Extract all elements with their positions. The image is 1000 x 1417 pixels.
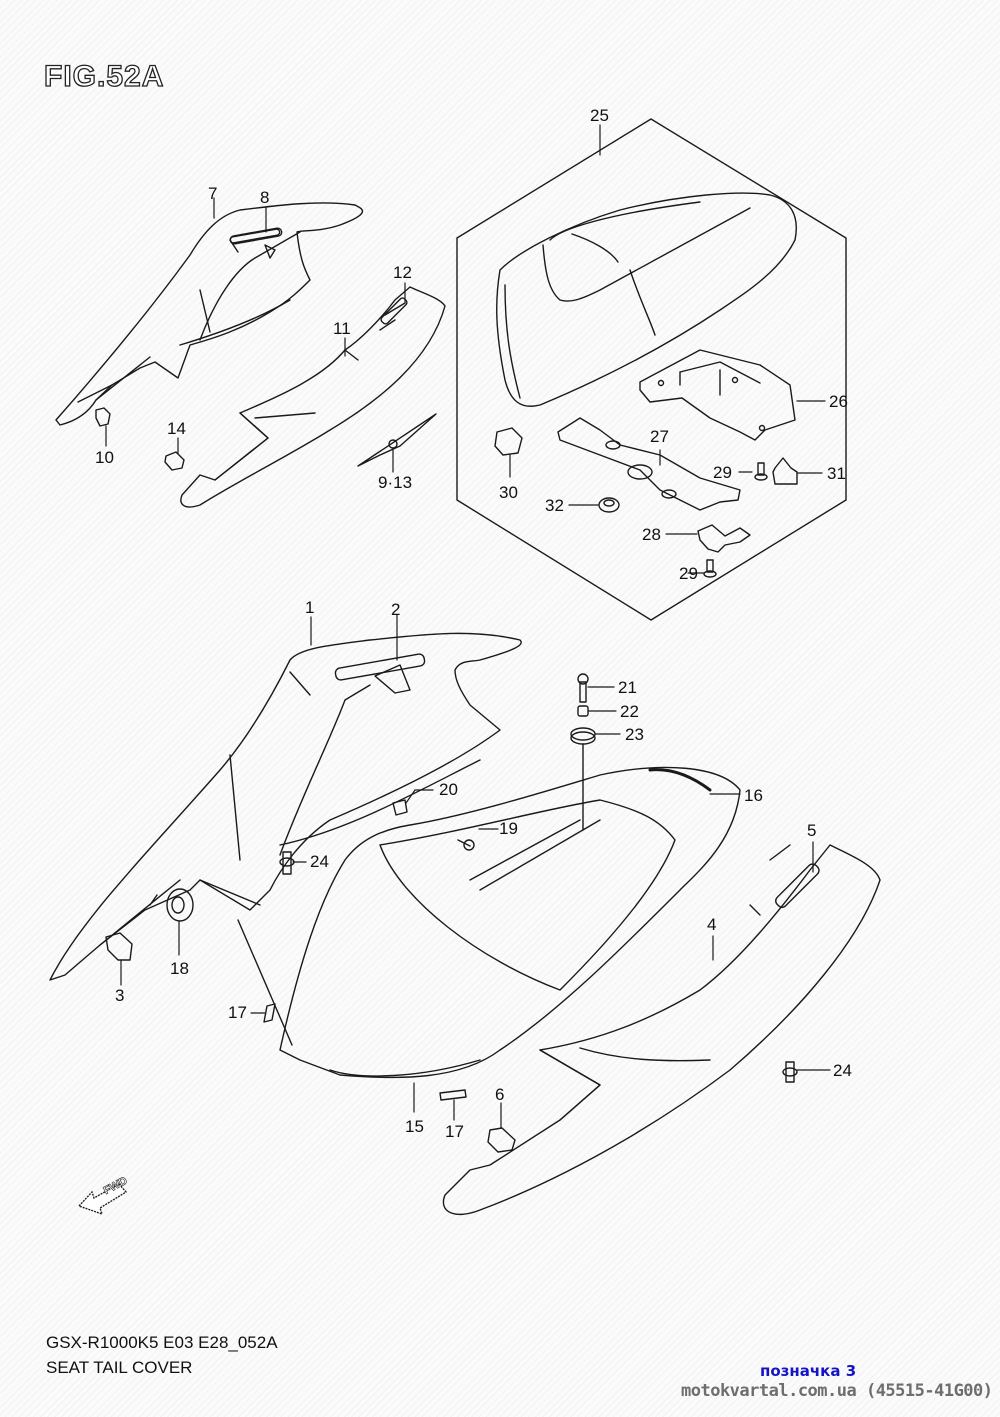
part-6-clip[interactable] bbox=[487, 1127, 516, 1153]
part-16-emblem[interactable] bbox=[648, 768, 712, 792]
model-code: GSX-R1000K5 E03 E28_052A bbox=[46, 1333, 278, 1352]
callout-15: 15 bbox=[405, 1117, 424, 1136]
part-8-emblem[interactable] bbox=[229, 227, 283, 245]
callout-25: 25 bbox=[590, 106, 609, 125]
part-30-cushion[interactable] bbox=[494, 427, 523, 456]
part-4-side-cover-right[interactable] bbox=[442, 844, 881, 1216]
marker-label: позначка 3 bbox=[760, 1362, 857, 1380]
part-17-tape-left[interactable] bbox=[263, 1003, 276, 1023]
callout-6: 6 bbox=[495, 1085, 505, 1104]
callout-18: 18 bbox=[170, 959, 189, 978]
callout-1: 1 bbox=[305, 598, 315, 617]
part-24-rivet-right[interactable] bbox=[782, 1061, 798, 1083]
part-21-bolt[interactable] bbox=[577, 673, 589, 703]
callout-16: 16 bbox=[744, 786, 763, 805]
part-7-side-cover-left[interactable] bbox=[55, 202, 364, 426]
callout-9-13: 9·13 bbox=[378, 473, 413, 492]
part-26-bracket[interactable] bbox=[639, 349, 796, 441]
callout-24-left: 24 bbox=[310, 852, 329, 871]
callout-17-lower: 17 bbox=[445, 1122, 464, 1141]
part-22-collar[interactable] bbox=[577, 705, 589, 717]
figure-title: FIG.52A bbox=[43, 59, 165, 93]
callout-21: 21 bbox=[618, 678, 637, 697]
leader-lines bbox=[105, 124, 831, 1129]
callout-29-upper: 29 bbox=[713, 463, 732, 482]
callout-28: 28 bbox=[642, 525, 661, 544]
part-17-tape-lower[interactable] bbox=[439, 1089, 467, 1101]
part-27-plate[interactable] bbox=[557, 417, 741, 511]
callout-26: 26 bbox=[829, 392, 848, 411]
callout-12: 12 bbox=[393, 263, 412, 282]
part-29-bolt-lower[interactable] bbox=[703, 559, 717, 578]
part-23-grommet[interactable] bbox=[570, 727, 596, 745]
callout-11: 11 bbox=[333, 319, 351, 338]
callout-3: 3 bbox=[115, 986, 125, 1005]
callout-20: 20 bbox=[439, 780, 458, 799]
callout-17-left: 17 bbox=[228, 1003, 247, 1022]
callout-14: 14 bbox=[167, 419, 186, 438]
part-1-seat-tail-cover[interactable] bbox=[49, 632, 522, 1046]
callout-22: 22 bbox=[620, 702, 639, 721]
part-31-cushion[interactable] bbox=[772, 457, 798, 485]
part-19-screw[interactable] bbox=[457, 839, 475, 851]
part-15-tail-center-cover[interactable] bbox=[279, 766, 741, 1079]
callout-2: 2 bbox=[391, 600, 401, 619]
callout-7: 7 bbox=[208, 184, 218, 203]
part-32-grommet[interactable] bbox=[598, 497, 620, 513]
part-11-side-cover-right[interactable] bbox=[180, 286, 446, 508]
callout-30: 30 bbox=[499, 483, 518, 502]
part-3-clip[interactable] bbox=[105, 932, 133, 961]
callout-32: 32 bbox=[545, 496, 564, 515]
callout-10: 10 bbox=[95, 448, 114, 467]
part-29-bolt-upper[interactable] bbox=[754, 462, 768, 481]
callout-8: 8 bbox=[260, 188, 270, 207]
callout-31: 31 bbox=[827, 464, 846, 483]
callout-27: 27 bbox=[650, 427, 669, 446]
part-20-nut[interactable] bbox=[392, 799, 408, 816]
part-18-grommet[interactable] bbox=[166, 888, 194, 922]
part-name: SEAT TAIL COVER bbox=[46, 1358, 193, 1377]
part-28-clamp[interactable] bbox=[697, 524, 751, 553]
part-9-13-reflector[interactable] bbox=[357, 413, 437, 467]
part-2-emblem[interactable] bbox=[334, 653, 426, 694]
callout-4: 4 bbox=[707, 915, 717, 934]
source-watermark: motokvartal.com.ua (45515-41G00) bbox=[681, 1381, 993, 1401]
part-25-seat-cowl[interactable] bbox=[496, 192, 797, 407]
callout-29-lower: 29 bbox=[679, 564, 698, 583]
callout-5: 5 bbox=[807, 821, 817, 840]
callout-24-right: 24 bbox=[833, 1061, 852, 1080]
part-14-clip[interactable] bbox=[164, 451, 185, 471]
callout-23: 23 bbox=[625, 725, 644, 744]
forward-arrow-icon bbox=[77, 1183, 128, 1216]
part-10-clip[interactable] bbox=[95, 407, 111, 427]
callout-19: 19 bbox=[499, 819, 518, 838]
part-25-assembly-boundary bbox=[456, 118, 847, 621]
part-5-emblem[interactable] bbox=[774, 862, 821, 909]
